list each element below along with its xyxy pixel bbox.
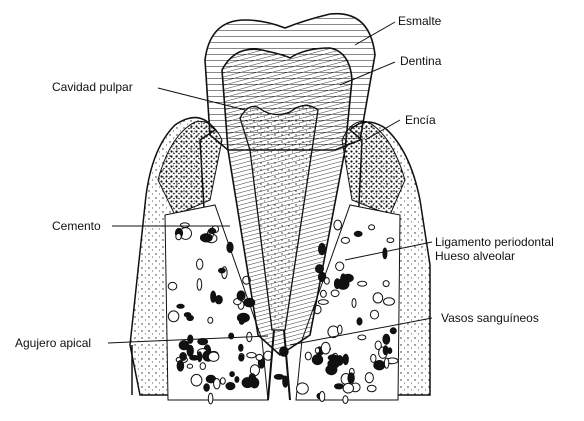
bone-hole — [367, 385, 376, 392]
bone-hole — [338, 325, 343, 334]
bone-hole — [341, 237, 349, 243]
bone-hole — [324, 278, 329, 285]
bone-hole — [177, 304, 184, 308]
bone-hole — [352, 299, 356, 308]
bone-hole — [334, 220, 342, 230]
bone-hole — [335, 384, 344, 389]
bone-hole — [343, 354, 348, 364]
bone-hole — [180, 223, 189, 228]
bone-hole — [235, 377, 239, 383]
bone-hole — [357, 318, 362, 325]
bone-hole — [354, 231, 362, 236]
label-dentina: Dentina — [400, 54, 442, 68]
bone-hole — [227, 242, 233, 252]
bone-hole — [274, 374, 283, 379]
bone-hole — [348, 373, 354, 383]
bone-hole — [358, 335, 366, 340]
bone-hole — [176, 233, 181, 239]
bone-hole — [239, 355, 244, 361]
bone-hole — [184, 313, 191, 317]
bone-hole — [321, 342, 330, 354]
label-ligamento-periodontal: Ligamento periodontal — [435, 235, 554, 249]
label-agujero-apical: Agujero apical — [15, 336, 91, 350]
bone-hole — [180, 353, 187, 361]
bone-hole — [249, 374, 256, 385]
bone-hole — [187, 345, 193, 356]
bone-hole — [321, 290, 327, 297]
bone-hole — [343, 383, 353, 393]
bone-hole — [215, 296, 222, 304]
bone-hole — [177, 361, 184, 372]
bone-hole — [197, 259, 203, 269]
bone-hole — [358, 281, 367, 286]
bone-hole — [370, 310, 378, 319]
bone-hole — [204, 384, 210, 391]
bone-hole — [208, 317, 213, 323]
bone-hole — [256, 354, 263, 360]
bone-hole — [197, 279, 202, 290]
bone-hole — [198, 352, 202, 362]
bone-hole — [297, 383, 309, 394]
bone-hole — [319, 392, 324, 402]
bone-hole — [239, 344, 243, 351]
bone-hole — [365, 373, 373, 383]
bone-hole — [214, 379, 220, 389]
bone-hole — [191, 374, 202, 386]
bone-hole — [328, 359, 339, 368]
bone-hole — [371, 354, 376, 362]
bone-hole — [220, 378, 225, 384]
bone-hole — [331, 290, 339, 297]
bone-hole — [209, 228, 216, 233]
bone-hole — [230, 372, 235, 377]
bone-hole — [211, 291, 216, 302]
bone-hole — [187, 364, 192, 368]
bone-hole — [390, 328, 396, 334]
bone-hole — [208, 352, 219, 361]
bone-hole — [383, 334, 390, 344]
label-vasos-sanguineos: Vasos sanguíneos — [441, 311, 539, 325]
bone-hole — [305, 352, 311, 360]
bone-hole — [239, 319, 244, 324]
bone-hole — [226, 383, 235, 390]
bone-hole — [208, 393, 213, 404]
bone-hole — [200, 234, 212, 242]
bone-hole — [343, 274, 354, 282]
bone-hole — [200, 363, 205, 370]
bone-hole — [369, 225, 375, 230]
bone-hole — [387, 238, 394, 243]
bone-hole — [373, 293, 383, 303]
label-encia: Encía — [405, 113, 436, 127]
bone-hole — [384, 358, 388, 368]
label-cavidad-pulpar: Cavidad pulpar — [52, 80, 133, 94]
bone-hole — [384, 298, 395, 306]
label-esmalte: Esmalte — [398, 14, 442, 28]
label-cemento: Cemento — [52, 219, 101, 233]
bone-hole — [237, 291, 245, 301]
bone-hole — [168, 282, 177, 290]
bone-hole — [383, 248, 387, 259]
label-hueso-alveolar: Hueso alveolar — [435, 249, 515, 263]
bone-hole — [312, 355, 322, 365]
bone-hole — [219, 268, 226, 273]
bone-hole — [247, 353, 256, 358]
bone-hole — [315, 348, 319, 353]
bone-hole — [318, 300, 328, 305]
bone-hole — [336, 262, 344, 271]
bone-hole — [168, 311, 179, 322]
bone-hole — [343, 396, 348, 404]
bone-hole — [383, 346, 388, 355]
bone-hole — [383, 281, 389, 287]
